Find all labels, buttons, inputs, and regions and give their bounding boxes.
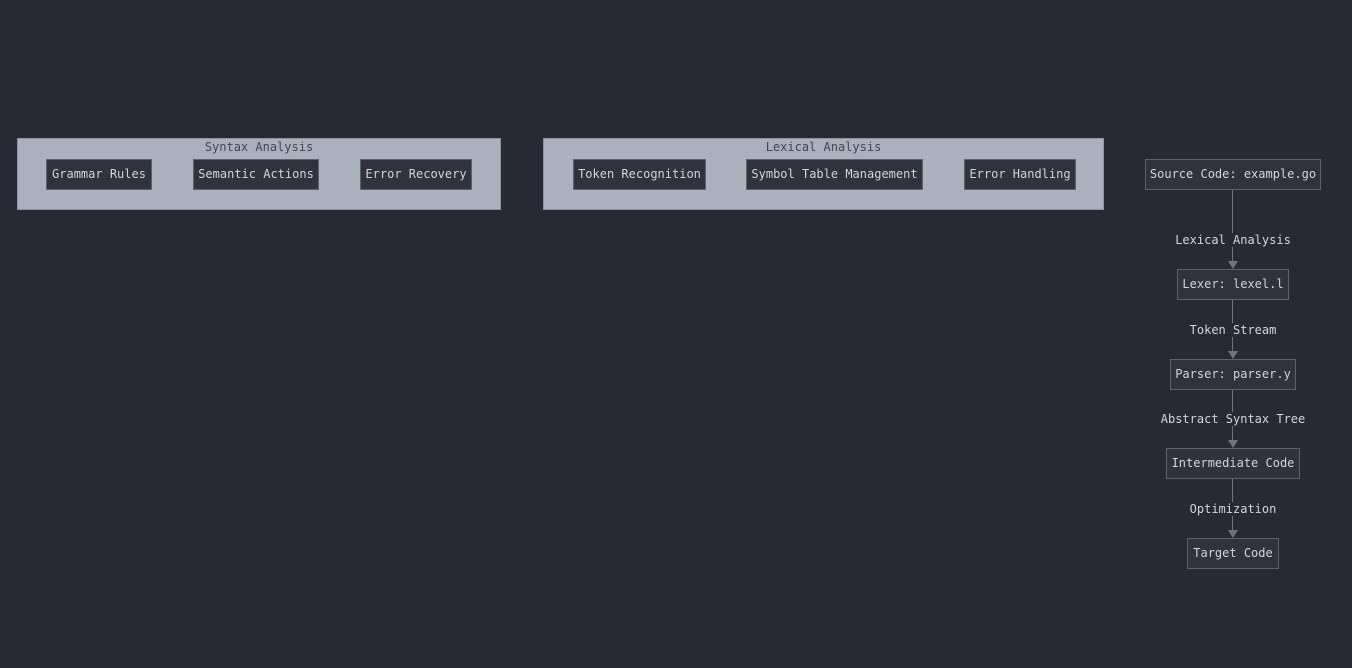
edge-source-to-lexer — [1232, 190, 1233, 262]
arrow-head-icon — [1228, 261, 1238, 269]
parser-node[interactable]: Parser: parser.y — [1170, 359, 1296, 390]
edge-label-lexical-analysis: Lexical Analysis — [1173, 233, 1293, 247]
lexical-analysis-group: Lexical Analysis Token Recognition Symbo… — [543, 138, 1104, 210]
syntax-analysis-title: Syntax Analysis — [204, 140, 314, 154]
symbol-table-management-node[interactable]: Symbol Table Management — [746, 159, 923, 190]
source-code-node[interactable]: Source Code: example.go — [1145, 159, 1321, 190]
target-code-node[interactable]: Target Code — [1187, 538, 1279, 569]
arrow-head-icon — [1228, 440, 1238, 448]
syntax-analysis-group: Syntax Analysis Grammar Rules Semantic A… — [17, 138, 501, 210]
edge-label-optimization: Optimization — [1187, 502, 1279, 516]
lexer-node[interactable]: Lexer: lexel.l — [1177, 269, 1289, 300]
error-recovery-node[interactable]: Error Recovery — [360, 159, 472, 190]
arrow-head-icon — [1228, 530, 1238, 538]
edge-label-abstract-syntax-tree: Abstract Syntax Tree — [1158, 412, 1308, 426]
arrow-head-icon — [1228, 351, 1238, 359]
intermediate-code-node[interactable]: Intermediate Code — [1166, 448, 1300, 479]
token-recognition-node[interactable]: Token Recognition — [573, 159, 706, 190]
grammar-rules-node[interactable]: Grammar Rules — [46, 159, 152, 190]
semantic-actions-node[interactable]: Semantic Actions — [193, 159, 319, 190]
edge-label-token-stream: Token Stream — [1187, 323, 1279, 337]
error-handling-node[interactable]: Error Handling — [964, 159, 1076, 190]
lexical-analysis-title: Lexical Analysis — [765, 140, 882, 154]
